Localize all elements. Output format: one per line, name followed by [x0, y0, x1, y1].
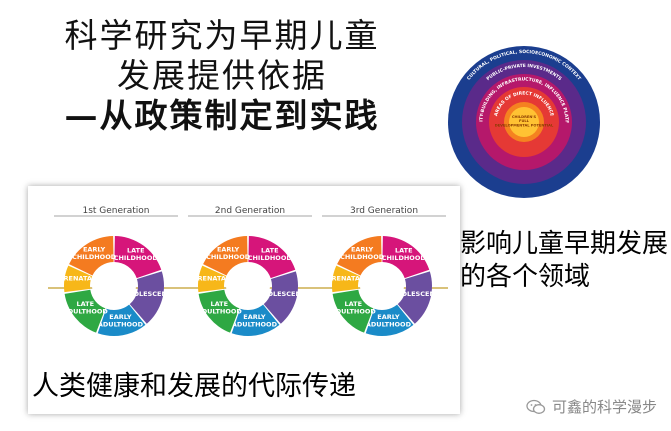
segment-prenatal [198, 265, 227, 293]
segment-label: PRENATAL [327, 275, 364, 283]
generation-label: 2nd Generation [215, 206, 285, 216]
segment-adolescence [263, 271, 298, 324]
segment-prenatal [64, 265, 93, 293]
segment-late-adulthood [64, 289, 106, 333]
cycle-center [360, 264, 404, 308]
segment-adolescence [397, 271, 432, 324]
intergenerational-caption: 人类健康和发展的代际传递 [32, 371, 356, 402]
title-line-3: —从政策制定到实践 [64, 96, 380, 135]
watermark-text: 可鑫的科学漫步 [551, 398, 657, 416]
cycle-center [92, 264, 136, 308]
title-line-1: 科学研究为早期儿童 [64, 16, 380, 55]
segment-label: ADOLESCENCE [123, 290, 176, 298]
segment-label: PRENATAL [193, 275, 230, 283]
segment-late-childhood [248, 236, 296, 279]
ring-core [509, 107, 539, 137]
segment-early-adulthood [97, 304, 146, 336]
segment-adolescence [129, 271, 164, 324]
segment-late-childhood [114, 236, 162, 279]
watermark: 可鑫的科学漫步 [526, 396, 657, 417]
segment-label: ADOLESCENCE [391, 290, 444, 298]
generation-label: 1st Generation [82, 206, 149, 216]
segment-early-adulthood [365, 304, 414, 336]
ecological-rings-diagram: CULTURAL, POLITICAL, SOCIOECONOMIC CONTE… [446, 44, 600, 198]
segment-early-childhood [203, 236, 248, 276]
wechat-icon [526, 399, 546, 414]
title-line-2: 发展提供依据 [117, 56, 327, 95]
segment-late-adulthood [332, 289, 374, 333]
generation-label: 3rd Generation [350, 206, 418, 216]
segment-early-childhood [69, 236, 114, 276]
segment-early-adulthood [231, 304, 280, 336]
segment-label: ADOLESCENCE [257, 290, 310, 298]
segment-label: PRENATAL [59, 275, 96, 283]
segment-prenatal [332, 265, 361, 293]
cycle-center [226, 264, 270, 308]
ecological-caption: 影响儿童早期发展的各个领域 [460, 229, 669, 292]
page-title: 科学研究为早期儿童 发展提供依据 —从政策制定到实践 [12, 16, 432, 136]
segment-late-adulthood [198, 289, 240, 333]
segment-late-childhood [382, 236, 430, 279]
segment-early-childhood [337, 236, 382, 276]
